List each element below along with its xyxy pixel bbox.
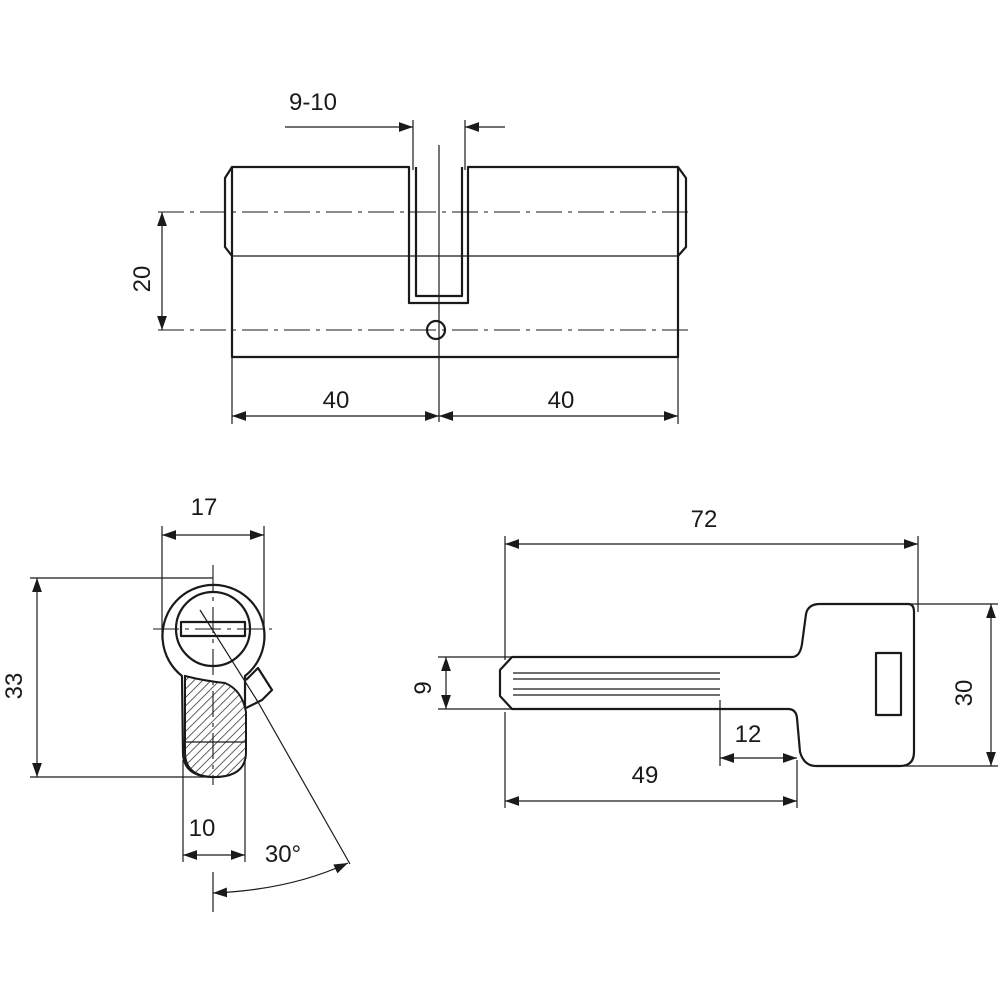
dim-key-blade-length-label: 49 [632,762,659,789]
dim-key-length-label: 72 [691,506,718,533]
cam-lobe [245,666,274,709]
dimension-key-length: 72 [504,506,919,660]
dim-cam-width-label: 10 [189,815,216,842]
cam-axis-line [199,609,259,703]
dim-slot-width-label: 9-10 [289,89,337,116]
dim-cylinder-height-label: 20 [129,266,156,293]
cylinder-profile-view [153,565,351,865]
dim-left-length-label: 40 [323,387,350,414]
dimension-cylinder-height: 20 [129,212,167,330]
cylinder-side-view [158,145,690,422]
dimension-cam-angle: 30° [212,841,349,912]
dimension-cam-width: 10 [182,760,246,862]
dimension-lengths: 40 40 [231,357,679,424]
dimension-key-step: 12 [719,700,797,766]
dimension-key-blade-height: 9 [410,656,512,710]
dim-profile-height-label: 33 [1,673,28,700]
dimension-key-blade-length: 49 [504,712,798,808]
dim-profile-width-label: 17 [191,494,218,521]
dimension-slot-width: 9-10 [285,89,505,170]
cylinder-body-outline [230,165,680,359]
dim-cam-angle-label: 30° [265,841,301,868]
dim-key-step-label: 12 [735,721,762,748]
dim-key-head-height-label: 30 [951,680,978,707]
key-view [498,602,916,768]
cam-angle-line [257,701,351,865]
dimension-profile-width: 17 [161,494,265,640]
cam-section-hatched [184,674,247,779]
dim-key-blade-height-label: 9 [410,681,437,694]
dim-right-length-label: 40 [548,387,575,414]
dimension-key-head-height: 30 [900,603,998,767]
screw-hole [425,319,447,341]
key-head-hole [874,651,903,717]
key-outline [498,602,916,768]
